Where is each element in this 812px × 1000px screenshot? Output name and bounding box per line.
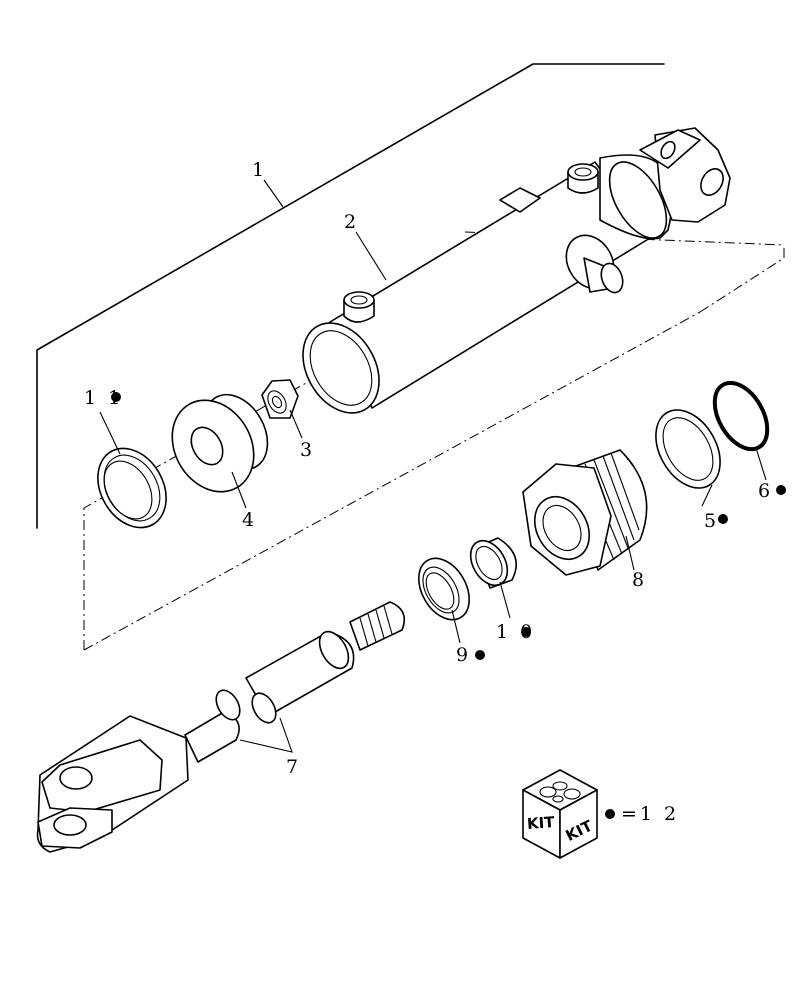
callout-1: 1 [252,159,267,181]
callout-8: 8 [632,569,647,591]
callout-6: 6 [758,480,773,502]
kit-legend-text: =1 2 [621,803,679,825]
callouts: 1 2 3 4 5 6 7 8 9 1 0 1 1 [84,159,773,778]
rod-seal [417,557,471,621]
gland-head [522,449,648,576]
callout-9: 9 [456,644,471,666]
callout-2: 2 [344,211,359,233]
wiper-ring [97,447,167,529]
callout-11: 1 1 [84,387,123,409]
kit-box-icon: KIT KIT [522,769,598,859]
callout-4: 4 [242,509,257,531]
filled-circle-icon [521,627,531,637]
piston-nut [261,379,299,419]
leader-lines [99,179,767,753]
piston-rod [36,601,406,853]
piston [171,393,269,493]
kit-label-left: KIT [526,813,555,833]
kit-markers [111,392,786,660]
filled-circle-icon [111,392,121,402]
backup-ring [655,409,721,489]
callout-7: 7 [286,756,301,778]
callout-3: 3 [300,439,315,461]
o-ring [712,380,770,452]
bushing [469,537,517,589]
centerlines [83,231,785,651]
filled-circle-icon [605,809,615,819]
filled-circle-icon [475,650,485,660]
assembly-bracket [36,63,665,529]
filled-circle-icon [718,514,728,524]
kit-parts-icon [539,781,581,803]
filled-circle-icon [776,485,786,495]
cylinder-barrel [302,127,731,414]
callout-10: 1 0 [496,621,535,643]
callout-5: 5 [704,510,719,532]
